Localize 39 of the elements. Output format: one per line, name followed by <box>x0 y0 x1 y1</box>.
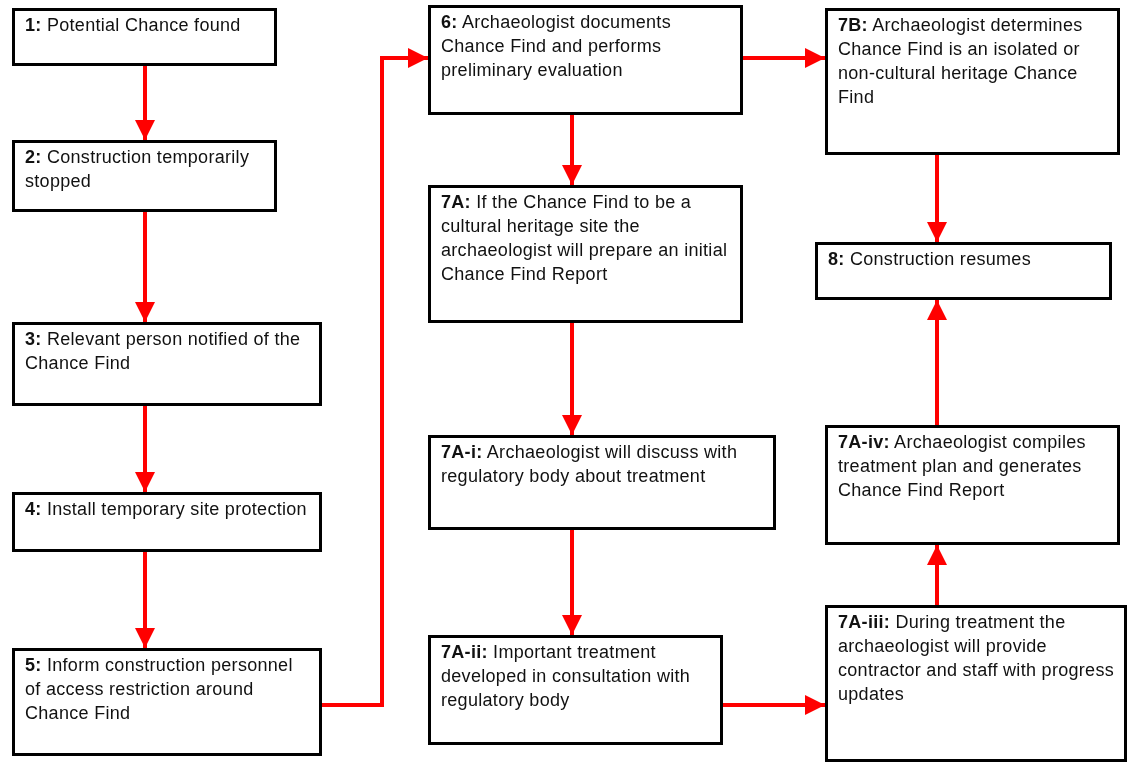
step-text: 1: Potential Chance found <box>25 14 242 37</box>
step-text: 5: Inform construction personnel of access restriction around Chance Find <box>25 654 294 725</box>
process-box <box>825 8 1120 155</box>
process-box <box>12 648 322 756</box>
step-text: 7A-ii: Important treatment developed in consultation with regulatory body <box>441 641 692 712</box>
step-text: 7B: Archaeologist determines Chance Find is an isolated or non-cultural heritage Chance Find <box>838 14 1084 109</box>
arrow <box>723 695 825 715</box>
process-box <box>825 425 1120 545</box>
process-box <box>12 8 277 66</box>
arrow <box>927 155 947 242</box>
step-text: 7A-iv: Archaeologist compiles treatment plan and generates Chance Find Report <box>838 431 1087 502</box>
arrow <box>135 212 155 322</box>
process-box <box>428 435 776 530</box>
arrow <box>322 48 428 707</box>
step-text: 4: Install temporary site protection <box>25 498 308 521</box>
step-text: 8: Construction resumes <box>828 248 1032 271</box>
arrow <box>562 323 582 435</box>
step-text: 7A: If the Chance Find to be a cultural heritage site the archaeologist will prepare an initial Chance Find Report <box>441 191 729 286</box>
step-text: 7A-iii: During treatment the archaeologist will provide contractor and staff with progress updates <box>838 611 1114 706</box>
arrow <box>135 66 155 140</box>
process-box <box>12 140 277 212</box>
arrow <box>135 406 155 492</box>
process-box <box>815 242 1112 300</box>
arrow <box>927 300 947 425</box>
step-text: 2: Construction temporarily stopped <box>25 146 251 193</box>
process-box <box>12 492 322 552</box>
process-box <box>428 5 743 115</box>
process-box <box>428 185 743 323</box>
process-box <box>825 605 1127 762</box>
step-text: 7A-i: Archaeologist will discuss with regulatory body about treatment <box>441 441 739 488</box>
arrow <box>927 545 947 605</box>
arrow <box>135 552 155 648</box>
step-text: 3: Relevant person notified of the Chance Find <box>25 328 302 375</box>
step-text: 6: Archaeologist documents Chance Find and performs preliminary evaluation <box>441 11 672 82</box>
arrow <box>743 48 825 68</box>
arrow <box>562 115 582 185</box>
arrow <box>562 530 582 635</box>
process-box <box>428 635 723 745</box>
process-box <box>12 322 322 406</box>
